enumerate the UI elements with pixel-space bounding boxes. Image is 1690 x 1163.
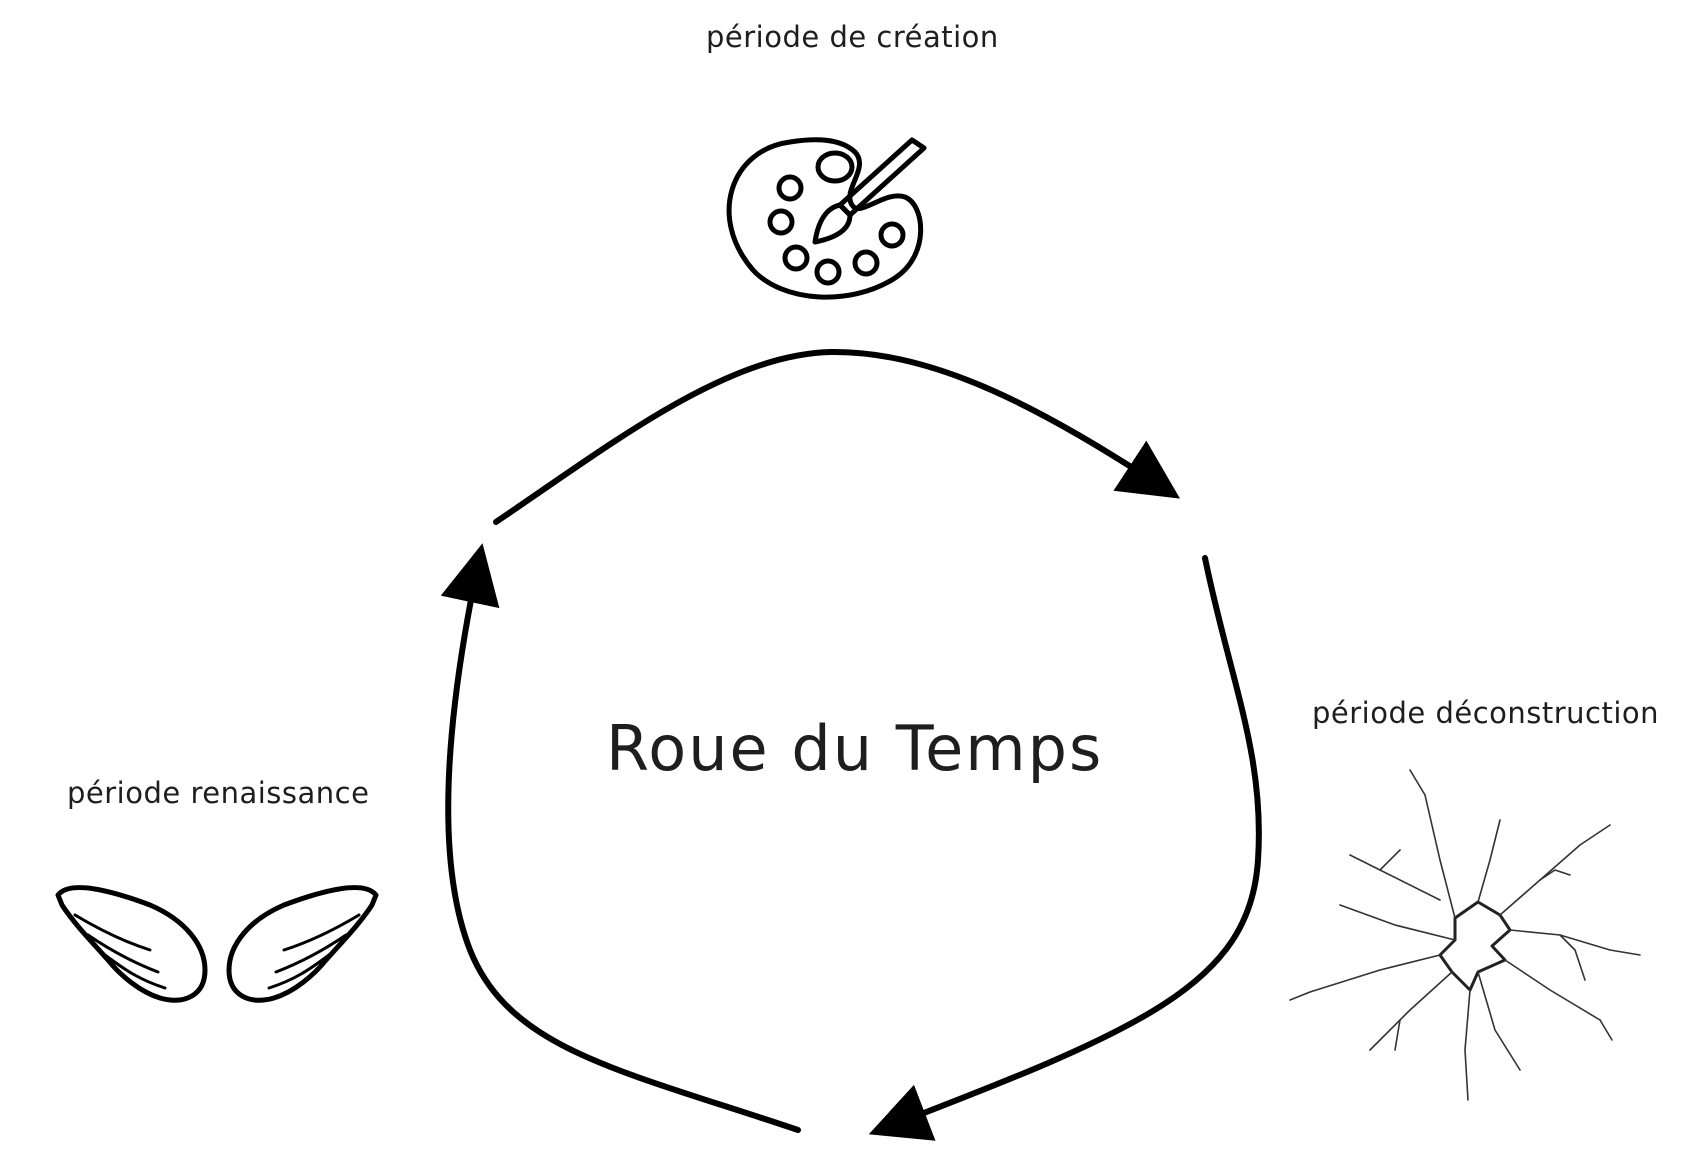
- palette-brush-icon: [726, 137, 927, 300]
- label-periode-creation: période de création: [706, 20, 999, 54]
- arrow-renaissance-to-creation: [440, 543, 801, 1133]
- label-periode-renaissance: période renaissance: [67, 776, 370, 810]
- angel-wings-icon: [55, 885, 379, 1003]
- arrow-creation-to-deconstruction: [493, 348, 1181, 525]
- cracked-glass-icon: [1289, 769, 1641, 1101]
- arrow-deconstruction-to-renaissance: [868, 555, 1262, 1141]
- diagram-title: Roue du Temps: [606, 712, 1104, 785]
- label-periode-deconstruction: période déconstruction: [1312, 696, 1660, 730]
